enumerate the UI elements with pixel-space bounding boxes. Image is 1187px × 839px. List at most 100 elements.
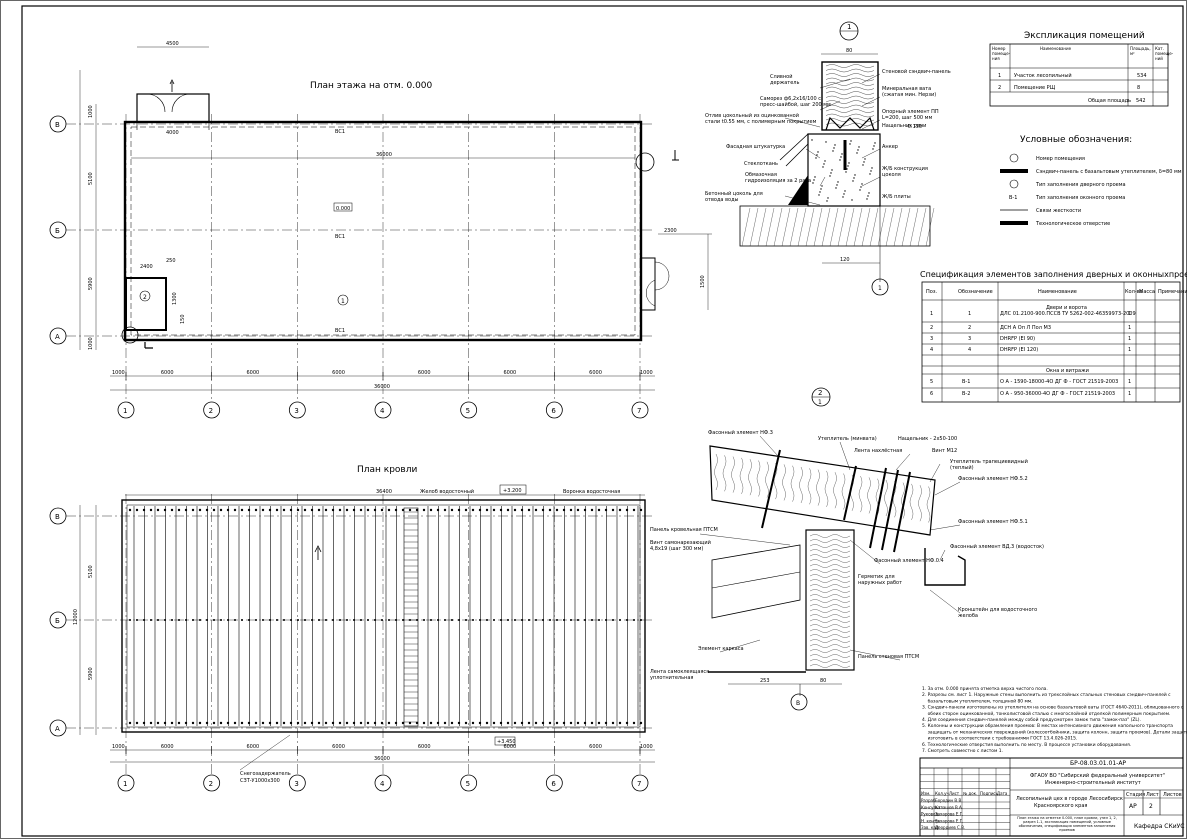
spec-cell-name: DHRFP (EI 90) — [1000, 336, 1035, 342]
rp-axis-a: А — [55, 725, 60, 733]
rp-axis-4: 4 — [380, 780, 385, 788]
section-2-callout: наружных работ — [858, 580, 902, 586]
tb-col-head: Подпись — [980, 791, 999, 796]
legend-item-text: Сэндвич-панель с базальтовым утеплителем… — [1036, 169, 1182, 175]
fp-axis-2: 2 — [209, 407, 213, 415]
spec-cell-name: О А - 1590-18000-4О ДГ Ф - ГОСТ 21519-20… — [1000, 379, 1118, 385]
tb-sheet-head: Лист — [1146, 792, 1159, 798]
spec-header: Наименование — [1038, 289, 1077, 295]
fp-dim-left-1: 5100 — [88, 172, 94, 185]
rp-edge-dim-left: 1000 — [112, 744, 125, 750]
spec-cell-code: В-1 — [962, 379, 970, 385]
tb-org-1: ФГАОУ ВО "Сибирский федеральный универси… — [1030, 772, 1165, 779]
tb-stage: АР — [1129, 803, 1137, 810]
spec-cell-qty: 1 — [1128, 336, 1131, 342]
rp-dim-left-3: 12000 — [73, 609, 79, 625]
section-2-callout: Винт самонарезающий — [650, 539, 711, 546]
rp-axis-v: В — [55, 513, 60, 521]
section-1-callout: Бетонный цоколь для — [705, 190, 763, 197]
section-1-dim-top: 80 — [846, 48, 852, 54]
section-1-callout: Обмазочная — [745, 172, 777, 178]
rp-snow-guard-2: СЗТ-У1000х300 — [240, 778, 280, 784]
section-2-callout: Панель кровельная ПТСМ — [650, 527, 718, 533]
fp-axis-5: 5 — [466, 407, 470, 415]
section-1-callout: пресс-шайбой, шаг 200 мм — [760, 101, 831, 108]
fp-dim-left-2: 5900 — [88, 277, 94, 290]
spec-cell-pos: 1 — [930, 311, 933, 317]
rp-level-label-2: +3.450 — [497, 739, 516, 745]
rooms-total-label: Общая площадь — [1088, 98, 1131, 104]
rp-axis-3: 3 — [294, 780, 298, 788]
tb-project-1: Лесопильный цех в городе Лесосибирск — [1016, 795, 1123, 802]
section-1-callout: -0.150 — [906, 124, 922, 130]
tb-sheet-desc: План этажа на отметке 0.000, план кровли… — [1017, 816, 1117, 832]
spec-group-doors: Двери и ворота — [1046, 305, 1087, 311]
legend-item-text: Тип заполнения дверного проема — [1035, 182, 1126, 188]
spec-cell-name: ДСН А Оп Л Пол М3 — [1000, 325, 1051, 331]
fp-axis-v: В — [55, 121, 60, 129]
note-line: защищать от механических повреждений (ко… — [922, 728, 1187, 735]
note-line: базальтовым утеплителем, толщиной 80 мм. — [922, 697, 1033, 704]
tb-name: Бородин В.В. — [935, 798, 962, 803]
section-1-callout: Ж/Б плиты — [882, 194, 911, 200]
section-1-callout: стали t0.55 мм, с полимерным покрытием — [705, 119, 817, 125]
mark-vs1-c: ВС1 — [335, 328, 345, 334]
tb-name: Деордиев С.В. — [935, 825, 965, 830]
section-1-callout: Отлив цокольный из оцинкованной — [705, 112, 799, 119]
rp-span-5: 6000 — [504, 744, 517, 750]
section-1-callout: Саморез ф6,2х16/100 с — [760, 96, 821, 102]
spec-cell-qty: 1 — [1128, 379, 1131, 385]
note-line: изготовить в соответствии с требованиями… — [922, 735, 1077, 742]
rooms-table-header: Кат. помеще-ний — [1155, 46, 1174, 61]
mark-vs1-a: ВС1 — [335, 129, 345, 135]
legend-tag-label: В-1 — [1009, 195, 1017, 201]
spec-cell-code: 3 — [968, 336, 971, 342]
legend-item-text: Связи жесткости — [1036, 208, 1081, 214]
rp-axis-5: 5 — [466, 780, 470, 788]
tb-org-2: Инженерно-строительный институт — [1045, 779, 1141, 786]
tb-col-head: Кол.уч — [935, 791, 949, 796]
section-2-callout: Утеплитель (минвата) — [818, 436, 877, 442]
tb-name: Захарова Е.Г. — [935, 818, 963, 823]
section-1-callout: Опорный элемент ПП — [882, 108, 939, 115]
rooms-table-header: Наименование — [1040, 46, 1072, 51]
fp-small-dim-1: 2400 — [140, 264, 153, 270]
spec-table-title: Спецификация элементов заполнения дверны… — [920, 270, 1187, 279]
section-2-dim-1: 253 — [760, 678, 770, 684]
fp-small-dim-4: 150 — [180, 314, 186, 324]
tb-col-head: Изм. — [921, 791, 930, 796]
section-1-callout: цоколя — [882, 172, 901, 178]
section-1-callout: Минеральная вата — [882, 86, 931, 92]
section-2-callout: Лента самоклеящаяся — [650, 669, 709, 675]
fp-overall-length: 36000 — [374, 384, 390, 390]
note-line: 7. Смотреть совместно с листом 1. — [922, 748, 1003, 754]
rooms-cell-number: 1 — [998, 73, 1001, 79]
rp-snow-guard: Снегозадержатель — [240, 771, 291, 777]
section-2-callout: Герметик для — [858, 574, 895, 580]
spec-cell-pos: 6 — [930, 391, 933, 397]
fp-inner-length: 36000 — [376, 152, 392, 158]
fp-axis-3: 3 — [294, 407, 298, 415]
fp-axis-4: 4 — [380, 407, 385, 415]
section-2-callout: Фасонный элемент НФ.5.1 — [958, 518, 1028, 525]
room-tag-2: 2 — [143, 294, 147, 301]
fp-small-dim-2: 250 — [166, 258, 176, 264]
rp-dim-left-2: 5900 — [88, 667, 94, 680]
section-2-callout: Утеплитель трапециевидный — [950, 458, 1028, 465]
spec-cell-pos: 3 — [930, 336, 933, 342]
section-2-callout: 4,8х19 (шаг 300 мм) — [650, 546, 703, 552]
spec-header: Поз. — [926, 289, 937, 295]
fp-axis-6: 6 — [551, 407, 556, 415]
section-1-callout: Анкер — [882, 144, 898, 150]
tb-sheet: 2 — [1149, 803, 1153, 810]
section-2-dim-2: 80 — [820, 678, 826, 684]
section-1-callout: L=200, шаг 500 мм — [882, 115, 932, 121]
fp-span-3: 6000 — [332, 370, 345, 376]
tb-sheets-head: Листов — [1163, 792, 1182, 798]
section-2-callout: Нащельник - 2х50-100 — [898, 436, 957, 442]
legend-item-text: Технологическое отверстие — [1035, 221, 1110, 227]
fp-dim-top-1: 4500 — [166, 41, 179, 47]
rp-axis-1: 1 — [123, 780, 127, 788]
